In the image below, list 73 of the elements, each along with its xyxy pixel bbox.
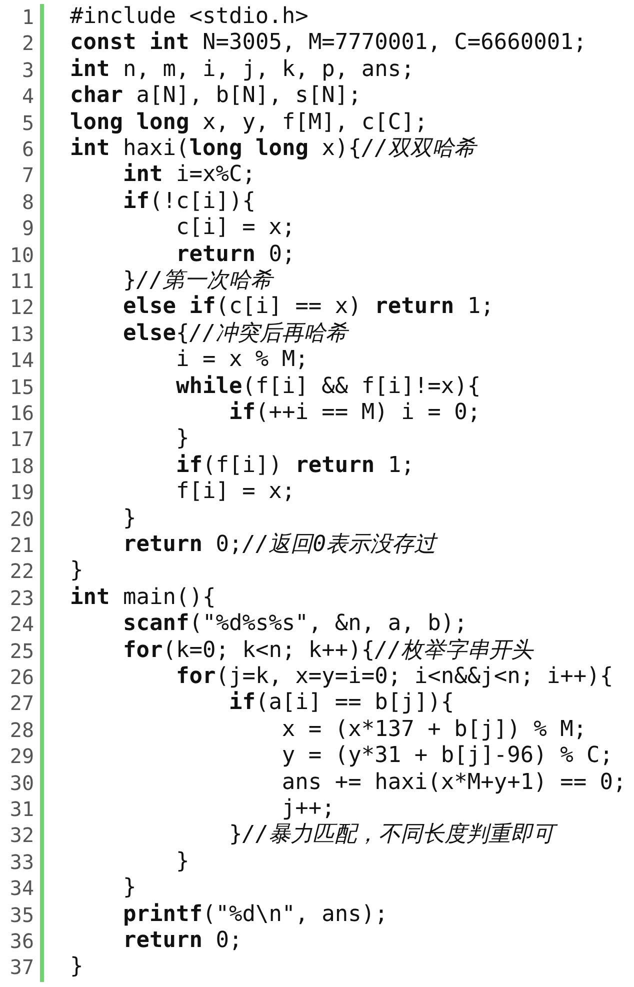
code-line: x = (x*137 + b[j]) % M; xyxy=(280,716,587,744)
code-line: } xyxy=(174,426,190,453)
code-line: int main(){ xyxy=(70,584,216,612)
line-number: 7 xyxy=(22,162,34,189)
line-number: 33 xyxy=(10,848,34,876)
line-number: 13 xyxy=(10,320,34,348)
line-number: 16 xyxy=(10,400,34,426)
code-line: f[i] = x; xyxy=(174,479,296,506)
line-number: 5 xyxy=(22,110,34,136)
code-line: return 0;//返回0表示没存过 xyxy=(122,532,436,558)
line-number: 34 xyxy=(10,875,34,902)
code-line: scanf("%d%s%s", &n, a, b); xyxy=(122,611,468,638)
line-number: 4 xyxy=(22,83,34,110)
code-line: i = x % M; xyxy=(174,347,308,374)
line-number: 9 xyxy=(22,215,34,242)
code-line: return 0; xyxy=(174,242,296,268)
code-line: char a[N], b[N], s[N]; xyxy=(70,83,362,110)
code-line: }//第一次哈希 xyxy=(122,268,273,294)
code-line: j++; xyxy=(280,796,335,822)
code-line: y = (y*31 + b[j]-96) % C; xyxy=(280,743,614,770)
line-number: 28 xyxy=(10,716,34,744)
line-number: 25 xyxy=(10,638,34,664)
code-line: ans += haxi(x*M+y+1) == 0; xyxy=(280,770,626,796)
code-line: int i=x%C; xyxy=(122,162,256,189)
line-number: 10 xyxy=(10,242,34,268)
code-line: for(j=k, x=y=i=0; i<n&&j<n; i++){ xyxy=(174,664,614,690)
line-number: 1 xyxy=(22,4,34,30)
code-line: c[i] = x; xyxy=(174,215,296,242)
code-line: } xyxy=(70,558,84,585)
line-number: 30 xyxy=(10,770,34,796)
line-number: 32 xyxy=(10,822,34,849)
line-number: 2 xyxy=(22,30,34,57)
line-number: 11 xyxy=(10,268,34,294)
line-number: 22 xyxy=(10,558,34,585)
line-number: 31 xyxy=(10,796,34,822)
line-number: 8 xyxy=(22,188,34,216)
line-number: 12 xyxy=(10,294,34,321)
line-number: 26 xyxy=(10,664,34,690)
line-number: 24 xyxy=(10,611,34,638)
code-line: return 0; xyxy=(122,928,242,954)
line-number: 36 xyxy=(10,928,34,954)
code-line: const int N=3005, M=7770001, C=6660001; xyxy=(70,30,587,57)
code-line: long long x, y, f[M], c[C]; xyxy=(70,110,428,136)
code-line: if(++i == M) i = 0; xyxy=(228,400,481,426)
code-line: while(f[i] && f[i]!=x){ xyxy=(174,374,481,400)
line-number: 15 xyxy=(10,374,34,400)
line-number: 35 xyxy=(10,902,34,928)
code-line: if(!c[i]){ xyxy=(122,188,256,216)
line-number: 14 xyxy=(10,347,34,374)
code-line: else{//冲突后再哈希 xyxy=(122,320,348,348)
line-number: 29 xyxy=(10,743,34,770)
line-number: 17 xyxy=(10,426,34,453)
line-number: 18 xyxy=(10,452,34,480)
code-line: int n, m, i, j, k, p, ans; xyxy=(70,56,414,84)
line-number: 3 xyxy=(22,56,34,84)
line-number: 23 xyxy=(10,584,34,612)
code-line: for(k=0; k<n; k++){//枚举字串开头 xyxy=(122,638,534,664)
code-line: } xyxy=(174,848,190,876)
line-number: 19 xyxy=(10,479,34,506)
code-line: if(f[i]) return 1; xyxy=(174,452,414,480)
code-line: } xyxy=(122,506,136,532)
code-line: else if(c[i] == x) return 1; xyxy=(122,294,494,321)
line-number: 21 xyxy=(10,532,34,558)
code-line: } xyxy=(70,954,84,981)
code-line: } xyxy=(122,875,136,902)
line-number: 27 xyxy=(10,690,34,717)
code-line: #include <stdio.h> xyxy=(70,4,308,30)
line-number: 6 xyxy=(22,136,34,162)
code-line: int haxi(long long x){//双双哈希 xyxy=(70,136,476,162)
line-number: 37 xyxy=(10,954,34,981)
code-line: if(a[i] == b[j]){ xyxy=(228,690,454,717)
line-number: 20 xyxy=(10,506,34,532)
code-line: printf("%d\n", ans); xyxy=(122,902,388,928)
